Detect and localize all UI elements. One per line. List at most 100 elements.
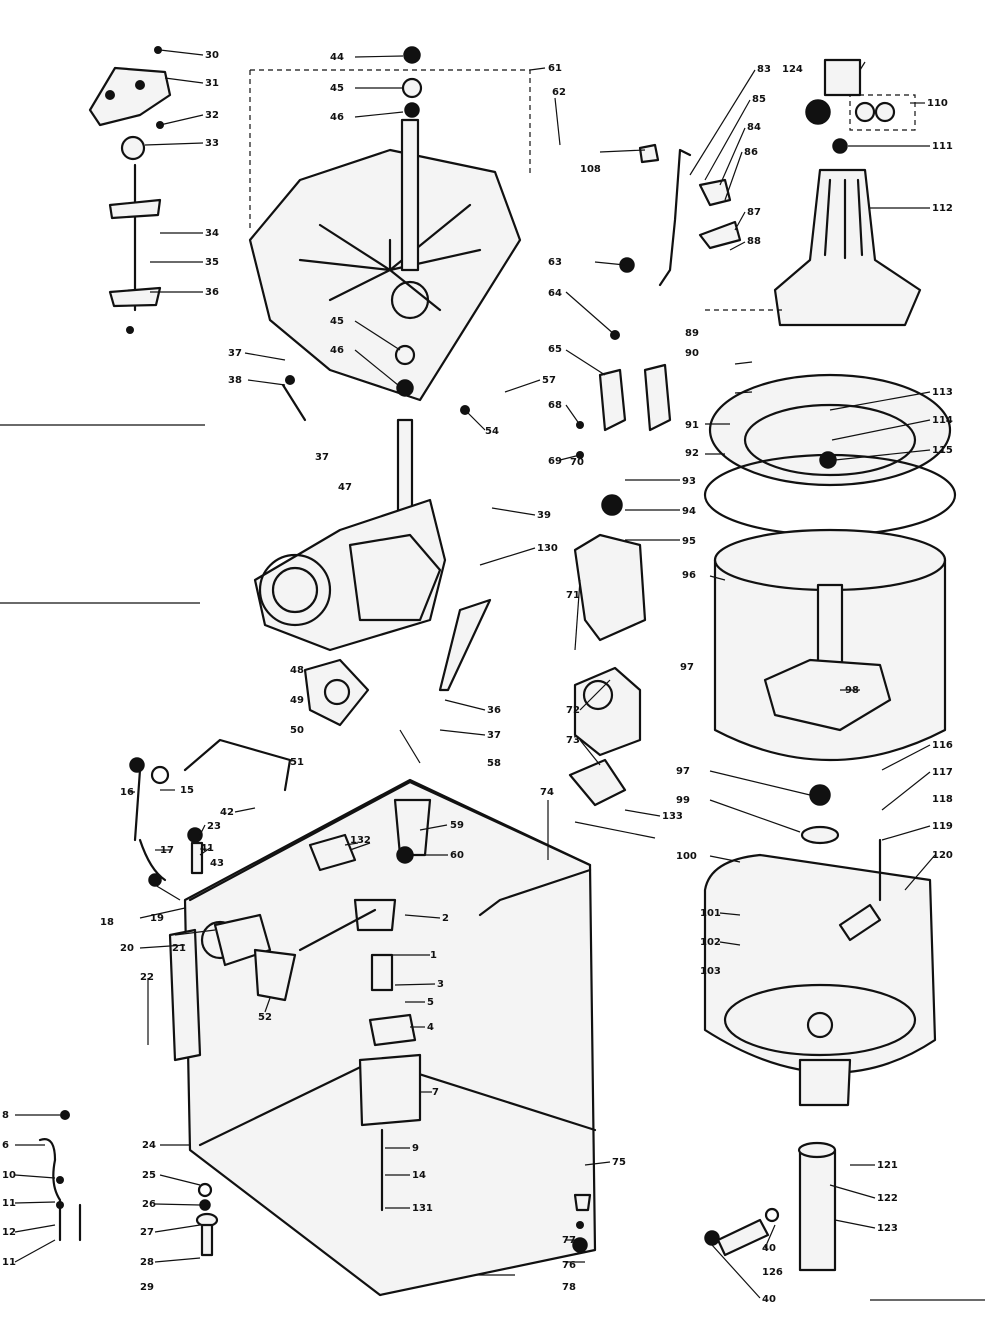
callout-c43: 43 (210, 858, 224, 869)
callout-c123: 123 (877, 1223, 898, 1234)
water-valve-and-hoses (129, 738, 292, 1062)
callout-c61: 61 (548, 63, 562, 74)
callout-c54: 54 (485, 426, 499, 437)
callout-c37a: 37 (228, 348, 242, 359)
callout-c74: 74 (540, 787, 554, 798)
callout-c44: 44 (330, 52, 344, 63)
callout-c49: 49 (290, 695, 304, 706)
callout-c85: 85 (752, 94, 766, 105)
callout-c124: 124 (782, 64, 803, 75)
callout-c1: 1 (430, 950, 437, 961)
callout-c50: 50 (290, 725, 304, 736)
callout-c133: 133 (662, 811, 683, 822)
callout-c111: 111 (932, 141, 953, 152)
callout-c115: 115 (932, 445, 953, 456)
callout-c96: 96 (682, 570, 696, 581)
motor-assembly (438, 330, 672, 807)
callout-c5: 5 (427, 997, 434, 1008)
callout-c70: 70 (570, 457, 584, 468)
callout-c2: 2 (442, 913, 449, 924)
callout-c97b: 97 (676, 766, 690, 777)
callout-c108: 108 (580, 164, 601, 175)
transmission-assembly (253, 418, 447, 727)
callout-c4: 4 (427, 1022, 434, 1033)
callout-c52: 52 (258, 1012, 272, 1023)
callout-c83: 83 (757, 64, 771, 75)
callout-c112: 112 (932, 203, 953, 214)
callout-c20: 20 (120, 943, 134, 954)
callout-c60: 60 (450, 850, 464, 861)
callout-c37c: 37 (487, 730, 501, 741)
callout-c30: 30 (205, 50, 219, 61)
callout-c34: 34 (205, 228, 219, 239)
spin-basket (713, 528, 947, 762)
callout-c94: 94 (682, 506, 696, 517)
callout-c40b: 40 (762, 1294, 776, 1305)
callout-c58: 58 (487, 758, 501, 769)
callout-c36b: 36 (487, 705, 501, 716)
callout-c93: 93 (682, 476, 696, 487)
washer-cabinet (183, 778, 597, 1297)
callout-c27: 27 (140, 1227, 154, 1238)
callout-c131: 131 (412, 1203, 433, 1214)
callout-c25: 25 (142, 1170, 156, 1181)
callout-c88: 88 (747, 236, 761, 247)
callout-c91: 91 (685, 420, 699, 431)
callout-c29: 29 (140, 1282, 154, 1293)
outer-tub (703, 784, 937, 1107)
callout-c86: 86 (744, 147, 758, 158)
callout-c87: 87 (747, 207, 761, 218)
callout-c64: 64 (548, 288, 562, 299)
callout-c102: 102 (700, 937, 721, 948)
callout-c117: 117 (932, 767, 953, 778)
callout-c31: 31 (205, 78, 219, 89)
callout-c76: 76 (562, 1260, 576, 1271)
callout-c11b: 11 (2, 1257, 16, 1268)
callout-c36: 36 (205, 287, 219, 298)
callout-c21: 21 (172, 943, 186, 954)
callout-c45a: 45 (330, 83, 344, 94)
callout-c17: 17 (160, 845, 174, 856)
callout-c22: 22 (140, 972, 154, 983)
callout-c116: 116 (932, 740, 953, 751)
callout-c103: 103 (700, 966, 721, 977)
callout-c130: 130 (537, 543, 558, 554)
callout-c75: 75 (612, 1157, 626, 1168)
callout-c33: 33 (205, 138, 219, 149)
callout-c46b: 46 (330, 345, 344, 356)
callout-c126: 126 (762, 1267, 783, 1278)
callout-c48: 48 (290, 665, 304, 676)
callout-c11a: 11 (2, 1198, 16, 1209)
callout-c10: 10 (2, 1170, 16, 1181)
callout-c98: 98 (845, 685, 859, 696)
callout-c121: 121 (877, 1160, 898, 1171)
callout-c59: 59 (450, 820, 464, 831)
callout-c100: 100 (676, 851, 697, 862)
callout-c38: 38 (228, 375, 242, 386)
callout-c39: 39 (537, 510, 551, 521)
callout-c51: 51 (290, 757, 304, 768)
callout-c8: 8 (2, 1110, 9, 1121)
callout-c19: 19 (150, 913, 164, 924)
callout-c28: 28 (140, 1257, 154, 1268)
leveling-legs (195, 1182, 592, 1257)
callout-c101: 101 (700, 908, 721, 919)
agitator (773, 58, 922, 327)
callout-c68: 68 (548, 400, 562, 411)
agitator-dashed-frame (849, 94, 916, 131)
callout-c71: 71 (566, 590, 580, 601)
tub-ring (703, 373, 957, 537)
callout-c23: 23 (207, 821, 221, 832)
callout-c42: 42 (220, 807, 234, 818)
transmission-mounting-plate (248, 46, 522, 422)
callout-c12: 12 (2, 1227, 16, 1238)
callout-c65: 65 (548, 344, 562, 355)
callout-c119: 119 (932, 821, 953, 832)
callout-c26: 26 (142, 1199, 156, 1210)
callout-c92: 92 (685, 448, 699, 459)
callout-c47: 47 (338, 482, 352, 493)
leader-lines (14, 49, 936, 1299)
callout-c41: 41 (200, 843, 214, 854)
callout-c32: 32 (205, 110, 219, 121)
